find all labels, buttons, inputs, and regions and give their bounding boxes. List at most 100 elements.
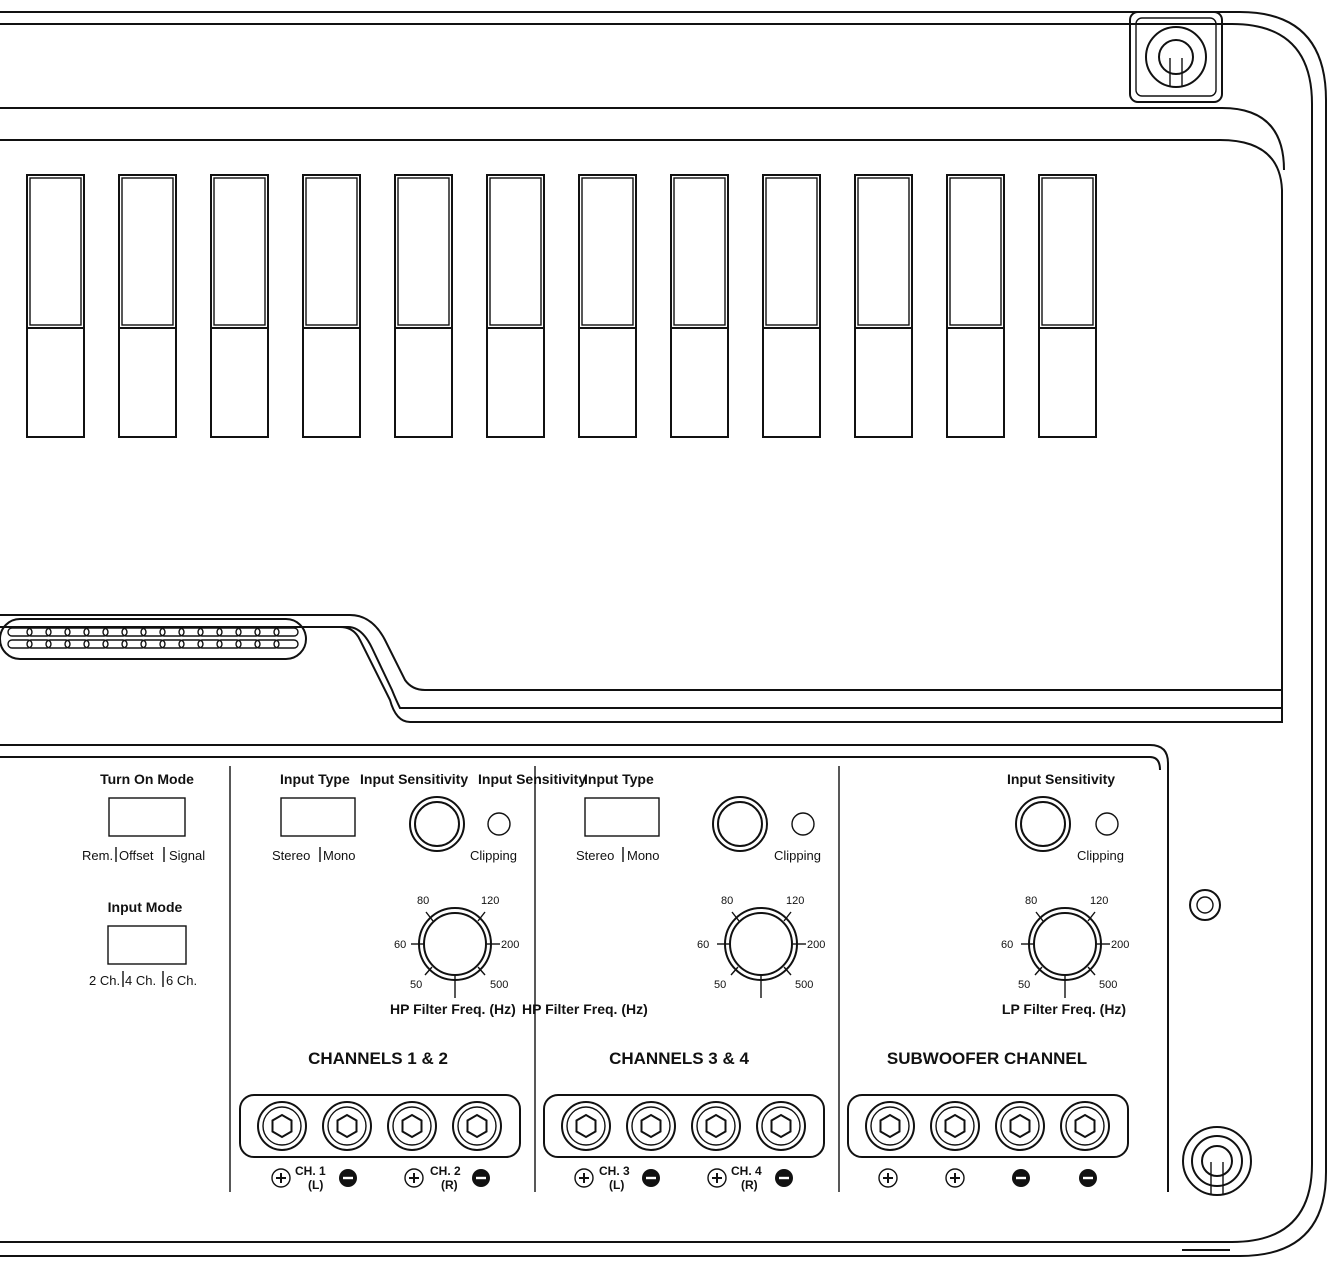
heatsink-fin <box>578 174 637 438</box>
vent-slots <box>7 627 299 649</box>
sensitivity-label-ch12: Input Sensitivity <box>360 771 468 787</box>
mounting-hole-top-icon <box>1129 11 1223 103</box>
mounting-hole-bottom-icon <box>1182 1126 1252 1196</box>
plus-icon <box>404 1168 424 1188</box>
terminal-labels-ch34: CH. 3 (L) CH. 4 (R) <box>599 1164 762 1192</box>
minus-icon <box>775 1169 793 1187</box>
svg-text:200: 200 <box>807 939 825 951</box>
svg-text:120: 120 <box>481 895 499 907</box>
svg-text:60: 60 <box>1001 939 1013 951</box>
turn-on-mode-switch[interactable] <box>108 797 186 837</box>
input-mode-switch[interactable] <box>107 925 187 965</box>
svg-text:(R): (R) <box>441 1178 458 1192</box>
screw-terminals <box>257 1101 1110 1151</box>
clipping-label-sub: Clipping <box>1077 848 1124 863</box>
vent-slot <box>273 627 299 649</box>
svg-text:80: 80 <box>721 895 733 907</box>
svg-text:500: 500 <box>1099 979 1117 991</box>
plus-icon <box>707 1168 727 1188</box>
terminal-labels-ch12: CH. 1 (L) CH. 2 (R) <box>295 1164 461 1192</box>
svg-text:(L): (L) <box>308 1178 323 1192</box>
plus-icon <box>574 1168 594 1188</box>
screw-terminal-icon[interactable] <box>691 1101 741 1151</box>
vent-slot <box>7 627 33 649</box>
vent-slot <box>254 627 280 649</box>
turn-on-mode-label: Turn On Mode <box>100 771 194 787</box>
heatsink-fin <box>946 174 1005 438</box>
screw-terminal-icon[interactable] <box>452 1101 502 1151</box>
turn-on-option-2: Offset <box>119 848 154 863</box>
input-mode-option-2: 4 Ch. <box>125 973 156 988</box>
vent-slot <box>45 627 71 649</box>
clipping-label-ch12: Clipping <box>470 848 517 863</box>
vent-slot <box>102 627 128 649</box>
plus-icon <box>945 1168 965 1188</box>
heatsink-fin <box>26 174 85 438</box>
plus-icon <box>271 1168 291 1188</box>
svg-text:CH. 3: CH. 3 <box>599 1164 630 1178</box>
input-type-switch-ch12[interactable] <box>280 797 356 837</box>
heatsink-fin <box>486 174 545 438</box>
screw-terminal-icon[interactable] <box>257 1101 307 1151</box>
input-mode-label: Input Mode <box>108 899 183 915</box>
heatsink-fin <box>394 174 453 438</box>
sensitivity-knob-sub[interactable] <box>1015 796 1071 852</box>
section-ch12: Input Type Stereo Mono Input Sensitivity… <box>239 771 521 1192</box>
screw-terminal-icon[interactable] <box>1060 1101 1110 1151</box>
heatsink-fins <box>26 174 1097 438</box>
section-title-sub: SUBWOOFER CHANNEL <box>887 1049 1087 1068</box>
vent-slot <box>121 627 147 649</box>
svg-text:120: 120 <box>786 895 804 907</box>
polarity-symbols <box>271 1168 1097 1188</box>
side-screw-icon <box>1189 889 1221 921</box>
svg-text:CH. 1: CH. 1 <box>295 1164 326 1178</box>
hp-filter-ticks-ch34 <box>717 911 806 998</box>
vent-slot <box>64 627 90 649</box>
lp-filter-ticks-sub <box>1021 911 1110 998</box>
vent-slot <box>159 627 185 649</box>
svg-text:80: 80 <box>417 895 429 907</box>
vent-slot <box>83 627 109 649</box>
lp-filter-label-sub: LP Filter Freq. (Hz) <box>1002 1001 1126 1017</box>
svg-text:(L): (L) <box>609 1178 624 1192</box>
screw-terminal-icon[interactable] <box>930 1101 980 1151</box>
svg-text:(R): (R) <box>741 1178 758 1192</box>
screw-terminal-icon[interactable] <box>995 1101 1045 1151</box>
heatsink-fin <box>854 174 913 438</box>
svg-text:50: 50 <box>1018 979 1030 991</box>
svg-text:60: 60 <box>697 939 709 951</box>
heatsink-fin <box>670 174 729 438</box>
screw-terminal-icon[interactable] <box>626 1101 676 1151</box>
screw-terminal-icon[interactable] <box>387 1101 437 1151</box>
svg-text:50: 50 <box>410 979 422 991</box>
vent <box>0 614 1283 723</box>
screw-terminal-icon[interactable] <box>756 1101 806 1151</box>
turn-on-option-1: Rem. <box>82 848 113 863</box>
input-mode: Input Mode 2 Ch. 4 Ch. 6 Ch. <box>89 899 197 988</box>
heatsink-fin <box>210 174 269 438</box>
screw-terminal-icon[interactable] <box>865 1101 915 1151</box>
sensitivity-label-ch34: Input Sensitivity <box>478 771 586 787</box>
svg-text:200: 200 <box>1111 939 1129 951</box>
terminal-block-sub <box>847 1094 1129 1158</box>
section-title-ch34: CHANNELS 3 & 4 <box>609 1049 749 1068</box>
input-type-mono-ch12: Mono <box>323 848 356 863</box>
input-type-switch-ch34[interactable] <box>584 797 660 837</box>
hp-filter-label-ch12: HP Filter Freq. (Hz) <box>390 1001 516 1017</box>
heatsink-fin <box>118 174 177 438</box>
heatsink-fin <box>302 174 361 438</box>
svg-text:200: 200 <box>501 939 519 951</box>
svg-text:50: 50 <box>714 979 726 991</box>
turn-on-mode: Turn On Mode Rem. Offset Signal <box>82 771 205 863</box>
screw-terminal-icon[interactable] <box>561 1101 611 1151</box>
minus-icon <box>1079 1169 1097 1187</box>
input-type-stereo-ch12: Stereo <box>272 848 310 863</box>
section-sub: Input Sensitivity Clipping 50 60 80 120 … <box>847 771 1129 1158</box>
sensitivity-knob-ch34[interactable] <box>712 796 768 852</box>
sensitivity-knob-ch12[interactable] <box>409 796 465 852</box>
svg-text:80: 80 <box>1025 895 1037 907</box>
screw-terminal-icon[interactable] <box>322 1101 372 1151</box>
svg-text:500: 500 <box>795 979 813 991</box>
sensitivity-label-sub: Input Sensitivity <box>1007 771 1115 787</box>
vent-slot <box>197 627 223 649</box>
